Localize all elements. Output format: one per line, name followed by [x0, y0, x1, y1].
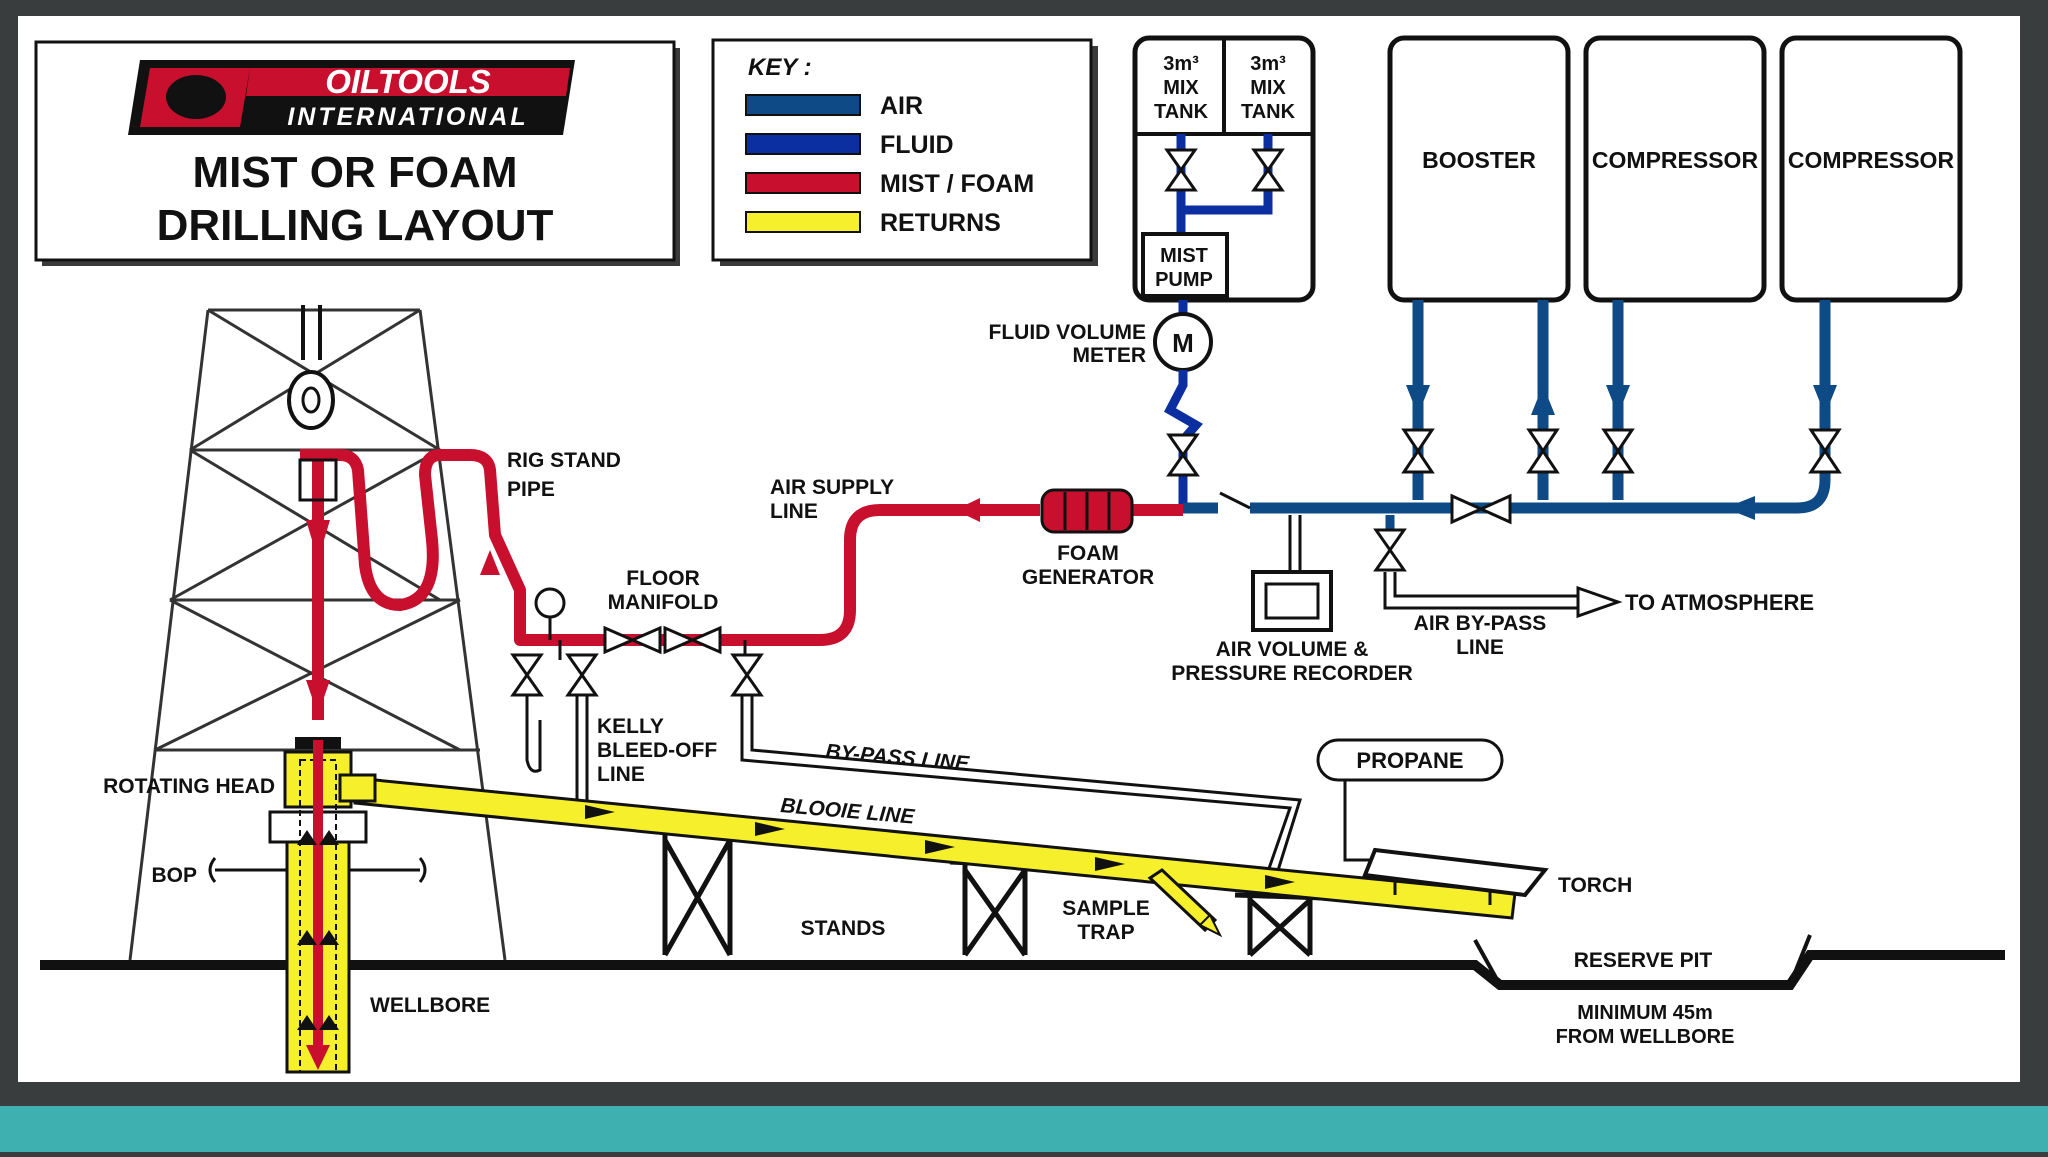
mix-tank-1-line-1: 3m³ — [1163, 53, 1199, 75]
title-box: OILTOOLS INTERNATIONAL MIST OR FOAM DRIL… — [34, 40, 680, 266]
drain-line — [525, 695, 542, 773]
teal-footer-bar — [0, 1106, 2048, 1152]
kelly-label-3: LINE — [597, 763, 645, 786]
fluid-meter-label-2: METER — [1073, 344, 1147, 367]
foam-flow-arrow — [955, 498, 980, 522]
min-distance-label-1: MINIMUM 45m — [1577, 1002, 1713, 1024]
stands-label: STANDS — [801, 917, 886, 940]
air-flow-arrows — [1406, 385, 1837, 520]
pressure-gauge-icon — [534, 587, 566, 619]
sample-trap-label-2: TRAP — [1077, 921, 1134, 944]
air-supply-label-1: AIR SUPPLY — [770, 476, 894, 499]
floor-manifold — [520, 587, 747, 660]
logo-subtitle-text: INTERNATIONAL — [287, 103, 528, 131]
valve-fluid-line — [1166, 433, 1200, 477]
key-label-returns: RETURNS — [880, 209, 1001, 237]
fluid-volume-meter: M — [1153, 312, 1213, 372]
oiltools-logo: OILTOOLS INTERNATIONAL — [128, 60, 575, 135]
air-bypass-line — [1383, 572, 1580, 610]
key-swatch-returns — [745, 211, 861, 233]
booster-unit: BOOSTER — [1387, 35, 1571, 303]
foam-generator-label-1: FOAM — [1057, 542, 1119, 565]
kelly-label-2: BLEED-OFF — [597, 739, 717, 762]
torch-label: TORCH — [1558, 874, 1632, 897]
key-swatch-fluid — [745, 133, 861, 155]
kelly-label-1: KELLY — [597, 715, 664, 738]
compressor-unit-1: COMPRESSOR — [1583, 35, 1767, 303]
valve-main-air-line — [1450, 493, 1512, 525]
rig-stand-pipe-label-1: RIG STAND — [507, 449, 621, 472]
mist-pump-box — [1141, 232, 1229, 298]
mix-tank-1-line-3: TANK — [1154, 101, 1209, 123]
valve-air-bypass — [1373, 528, 1407, 572]
rotating-head-label: ROTATING HEAD — [103, 775, 275, 798]
title-line-2: DRILLING LAYOUT — [157, 201, 554, 250]
bop-label: BOP — [151, 864, 197, 887]
mix-tank-unit: 3m³ MIX TANK 3m³ MIX TANK MIST PUMP — [1132, 35, 1316, 303]
blooie-flow-arrows — [585, 805, 1295, 889]
air-recorder-label-1: AIR VOLUME & — [1216, 638, 1369, 661]
ground-line — [40, 950, 2005, 990]
wellbore-label: WELLBORE — [370, 994, 490, 1017]
torch — [1362, 847, 1549, 905]
key-swatch-air — [745, 94, 861, 116]
compressor-1-label: COMPRESSOR — [1592, 147, 1759, 173]
kelly-swivel — [298, 458, 338, 502]
mix-tank-2-line-2: MIX — [1250, 77, 1286, 99]
valve-mix-tank-2 — [1251, 148, 1285, 192]
manifold-valves — [510, 653, 764, 697]
foam-generator-label-2: GENERATOR — [1022, 566, 1154, 589]
to-atmosphere-arrow — [1576, 585, 1623, 619]
sample-trap-label-1: SAMPLE — [1062, 897, 1150, 920]
air-bypass-label-2: LINE — [1456, 636, 1504, 659]
floor-manifold-label-2: MANIFOLD — [608, 591, 719, 614]
kelly-bleed-off-line — [575, 695, 589, 800]
downflow-arrow — [306, 520, 330, 560]
stands — [649, 827, 1326, 957]
key-label-mist-foam: MIST / FOAM — [880, 170, 1034, 198]
logo-brand-text: OILTOOLS — [325, 63, 491, 100]
mix-tank-1-line-2: MIX — [1163, 77, 1199, 99]
air-supply-label-2: LINE — [770, 500, 818, 523]
booster-label: BOOSTER — [1422, 147, 1536, 173]
bypass-line — [740, 695, 1302, 881]
fluid-meter-label-1: FLUID VOLUME — [989, 321, 1147, 344]
key-legend: KEY : AIR FLUID MIST / FOAM RETURNS — [711, 38, 1098, 266]
min-distance-label-2: FROM WELLBORE — [1556, 1026, 1735, 1048]
meter-symbol: M — [1172, 328, 1194, 358]
rig-stand-pipe-label-2: PIPE — [507, 478, 555, 501]
mix-tank-2-line-1: 3m³ — [1250, 53, 1286, 75]
mix-tank-2-line-3: TANK — [1241, 101, 1296, 123]
valve-mix-tank-1 — [1164, 148, 1198, 192]
reserve-pit-label: RESERVE PIT — [1574, 949, 1713, 972]
compressor-2-label: COMPRESSOR — [1788, 147, 1955, 173]
to-atmosphere-label: TO ATMOSPHERE — [1625, 590, 1814, 615]
air-volume-recorder — [1251, 570, 1333, 632]
traveling-block — [287, 305, 335, 430]
mist-pump-line-2: PUMP — [1155, 269, 1213, 291]
air-recorder-label-2: PRESSURE RECORDER — [1171, 662, 1413, 685]
title-line-1: MIST OR FOAM — [192, 148, 517, 197]
mist-pump-line-1: MIST — [1160, 245, 1208, 267]
air-bypass-label-1: AIR BY-PASS — [1414, 612, 1547, 635]
key-label-fluid: FLUID — [880, 131, 954, 159]
floor-manifold-label-1: FLOOR — [626, 567, 700, 590]
propane-label: PROPANE — [1356, 748, 1463, 773]
sample-trap — [1147, 868, 1223, 938]
key-label-air: AIR — [880, 92, 923, 120]
key-heading: KEY : — [748, 54, 812, 81]
air-line-valves — [1401, 428, 1842, 525]
wellbore — [285, 740, 351, 1074]
propane-tank: PROPANE — [1316, 738, 1504, 782]
key-swatch-mist-foam — [745, 172, 861, 194]
compressor-unit-2: COMPRESSOR — [1779, 35, 1963, 303]
